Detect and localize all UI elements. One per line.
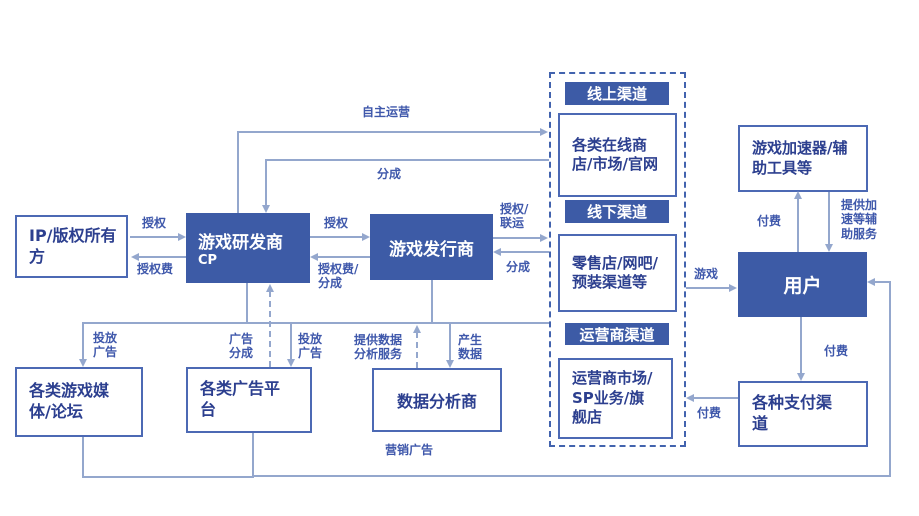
channel-box-online: 各类在线商店/市场/官网	[558, 113, 677, 197]
edge-self-operate-hline	[237, 131, 542, 133]
edge-analytics-service-line	[416, 332, 418, 368]
channel-box-offline: 零售店/网吧/预装渠道等	[558, 234, 677, 312]
edge-self-operate-label: 自主运营	[362, 105, 411, 119]
channel-header-offline: 线下渠道	[565, 200, 669, 223]
edge-payment-pay-channels-line	[694, 397, 738, 399]
rail-hline	[82, 322, 549, 324]
edge-analytics-service-label: 提供数据分析服务	[354, 333, 403, 362]
arrowhead-right-icon	[362, 233, 370, 241]
edge-generate-data-line	[449, 322, 451, 361]
edge-ads-to-media-line	[82, 322, 84, 360]
edge-accelerator-service-line	[828, 192, 830, 245]
node-developer-label: 游戏研发商	[198, 233, 283, 253]
arrowhead-down-icon	[446, 360, 454, 368]
node-ip-owner-label: IP/版权所有方	[29, 225, 117, 266]
edge-dev-to-ip-line	[139, 256, 186, 258]
node-payment-channels-label: 各种支付渠道	[752, 393, 833, 433]
arrowhead-down-icon	[825, 244, 833, 252]
arrowhead-right-icon	[729, 284, 737, 292]
arrowhead-left-icon	[867, 278, 875, 286]
edge-ads-to-platform-label: 投放广告	[298, 332, 323, 361]
edge-user-pay-payment-label: 付费	[824, 344, 849, 358]
edge-marketing-vline-right	[889, 281, 891, 476]
edge-adplatform-to-dev-line	[269, 291, 271, 367]
edge-payment-pay-channels-label: 付费	[697, 406, 722, 420]
node-user: 用户	[738, 252, 867, 317]
edge-channels-to-pub-line	[501, 251, 549, 253]
node-ad-platforms-label: 各类广告平台	[200, 379, 281, 419]
arrowhead-up-icon	[794, 191, 802, 199]
arrowhead-down-icon	[797, 373, 805, 381]
arrowhead-right-icon	[540, 234, 548, 242]
node-ip-owner: IP/版权所有方	[15, 215, 128, 278]
edge-self-operate-vline	[237, 132, 239, 213]
edge-marketing-platform-drop	[252, 433, 254, 478]
edge-ads-to-platform-line	[290, 322, 292, 360]
arrowhead-left-icon	[686, 394, 694, 402]
channel-panel: 线上渠道 各类在线商店/市场/官网 线下渠道 零售店/网吧/预装渠道等 运营商渠…	[549, 72, 686, 447]
edge-pub-to-channels-label: 授权/联运	[500, 202, 529, 231]
node-payment-channels: 各种支付渠道	[738, 381, 868, 447]
edge-ip-to-dev-line	[130, 236, 180, 238]
edge-channels-to-dev-hline	[266, 159, 549, 161]
node-publisher-label: 游戏发行商	[389, 239, 474, 260]
edge-dev-to-ip-label: 授权费	[137, 262, 174, 276]
node-user-label: 用户	[783, 275, 822, 297]
node-developer-sublabel: CP	[198, 253, 218, 268]
rail-pub-drop-line	[431, 280, 433, 323]
edge-marketing-hline-left	[82, 476, 252, 478]
node-accelerator: 游戏加速器/辅助工具等	[738, 125, 868, 192]
edge-channels-to-pub-label: 分成	[506, 260, 531, 274]
edge-dev-to-pub-label: 授权	[324, 216, 349, 230]
node-game-media-label: 各类游戏媒体/论坛	[29, 381, 110, 421]
edge-user-pay-payment-line	[800, 317, 802, 374]
arrowhead-up-icon	[266, 284, 274, 292]
node-data-analytics: 数据分析商	[372, 368, 502, 432]
channel-header-offline-label: 线下渠道	[586, 203, 647, 221]
edge-generate-data-label: 产生数据	[458, 333, 483, 362]
arrowhead-left-icon	[131, 253, 139, 261]
edge-marketing-hline-right	[252, 475, 891, 477]
channel-box-offline-label: 零售店/网吧/预装渠道等	[572, 253, 658, 292]
arrowhead-left-icon	[493, 248, 501, 256]
edge-adplatform-to-dev-label: 广告分成	[229, 332, 254, 361]
edge-channels-to-dev-vline	[265, 159, 267, 205]
edge-dev-to-pub-line	[310, 236, 363, 238]
edge-pub-to-channels-line	[493, 237, 541, 239]
edge-marketing-media-drop	[82, 437, 84, 478]
edge-pub-to-dev-line	[318, 256, 370, 258]
channel-box-operator-label: 运营商市场/SP业务/旗舰店	[572, 369, 653, 427]
node-ad-platforms: 各类广告平台	[186, 367, 312, 433]
edge-ip-to-dev-label: 授权	[142, 216, 167, 230]
edge-pub-to-dev-label: 授权费/分成	[318, 262, 359, 291]
node-publisher: 游戏发行商	[370, 214, 493, 280]
arrowhead-down-icon	[79, 359, 87, 367]
rail-dev-drop-line	[246, 283, 248, 323]
arrowhead-down-icon	[262, 205, 270, 213]
channel-header-online: 线上渠道	[565, 82, 669, 105]
edge-user-pay-accelerator-line	[797, 198, 799, 252]
channel-header-operator-label: 运营商渠道	[579, 325, 655, 344]
node-data-analytics-label: 数据分析商	[396, 392, 477, 411]
edge-game-to-user-label: 游戏	[694, 267, 719, 281]
node-developer: 游戏研发商 CP	[186, 213, 310, 283]
channel-box-online-label: 各类在线商店/市场/官网	[572, 135, 658, 174]
edge-user-pay-accelerator-label: 付费	[757, 214, 782, 228]
channel-header-operator: 运营商渠道	[565, 323, 669, 345]
arrowhead-right-icon	[540, 128, 548, 136]
edge-marketing-ads-label: 营销广告	[385, 443, 434, 457]
arrowhead-up-icon	[413, 325, 421, 333]
edge-channels-to-dev-label: 分成	[377, 167, 402, 181]
edge-ads-to-media-label: 投放广告	[93, 331, 118, 360]
channel-box-operator: 运营商市场/SP业务/旗舰店	[558, 358, 673, 439]
channel-header-online-label: 线上渠道	[586, 85, 647, 103]
arrowhead-left-icon	[310, 253, 318, 261]
edge-marketing-into-user-line	[875, 281, 890, 283]
arrowhead-right-icon	[178, 233, 186, 241]
edge-accelerator-service-label: 提供加速等辅助服务	[841, 198, 878, 241]
node-game-media: 各类游戏媒体/论坛	[15, 367, 143, 437]
node-accelerator-label: 游戏加速器/辅助工具等	[752, 139, 848, 177]
arrowhead-down-icon	[287, 359, 295, 367]
edge-game-to-user-line	[686, 287, 730, 289]
